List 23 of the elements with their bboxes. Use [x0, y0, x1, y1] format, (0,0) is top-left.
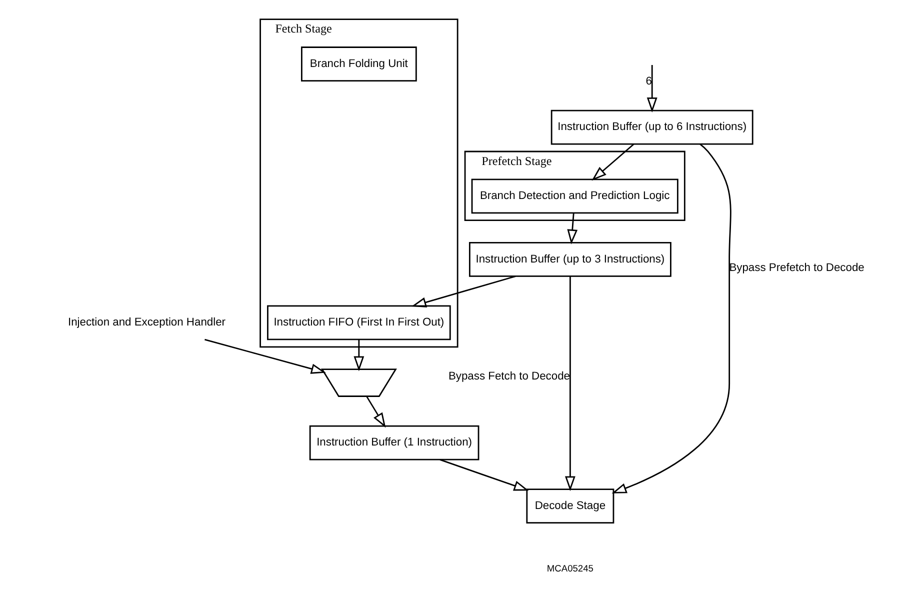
node-box: Instruction FIFO (First In First Out) [267, 305, 451, 340]
arrow [567, 213, 578, 244]
node-box: Branch Folding Unit [301, 46, 417, 82]
edge-label: 6 [646, 75, 652, 88]
arrow [366, 396, 386, 428]
node-box: Decode Stage [526, 488, 614, 524]
node-box: Branch Detection and Prediction Logic [471, 178, 678, 214]
arrow [411, 276, 516, 308]
arrow [612, 144, 732, 494]
arrow [646, 64, 658, 112]
node-box: Instruction Buffer (up to 3 Instructions) [468, 242, 672, 277]
node-trapezoid [320, 368, 397, 397]
edge-label: Bypass Fetch to Decode [448, 370, 570, 382]
arrow [354, 340, 364, 372]
arrow [564, 276, 576, 492]
arrow [592, 144, 634, 181]
node-box: Instruction Buffer (up to 6 Instructions) [550, 110, 754, 145]
label: MCA05245 [546, 564, 594, 574]
node-box: Instruction Buffer (1 Instruction) [309, 425, 480, 460]
arrow [440, 459, 529, 491]
arrow [204, 338, 326, 374]
node-text: Injection and Exception Handler [68, 316, 226, 329]
edge-label: Bypass Prefetch to Decode [729, 262, 864, 274]
